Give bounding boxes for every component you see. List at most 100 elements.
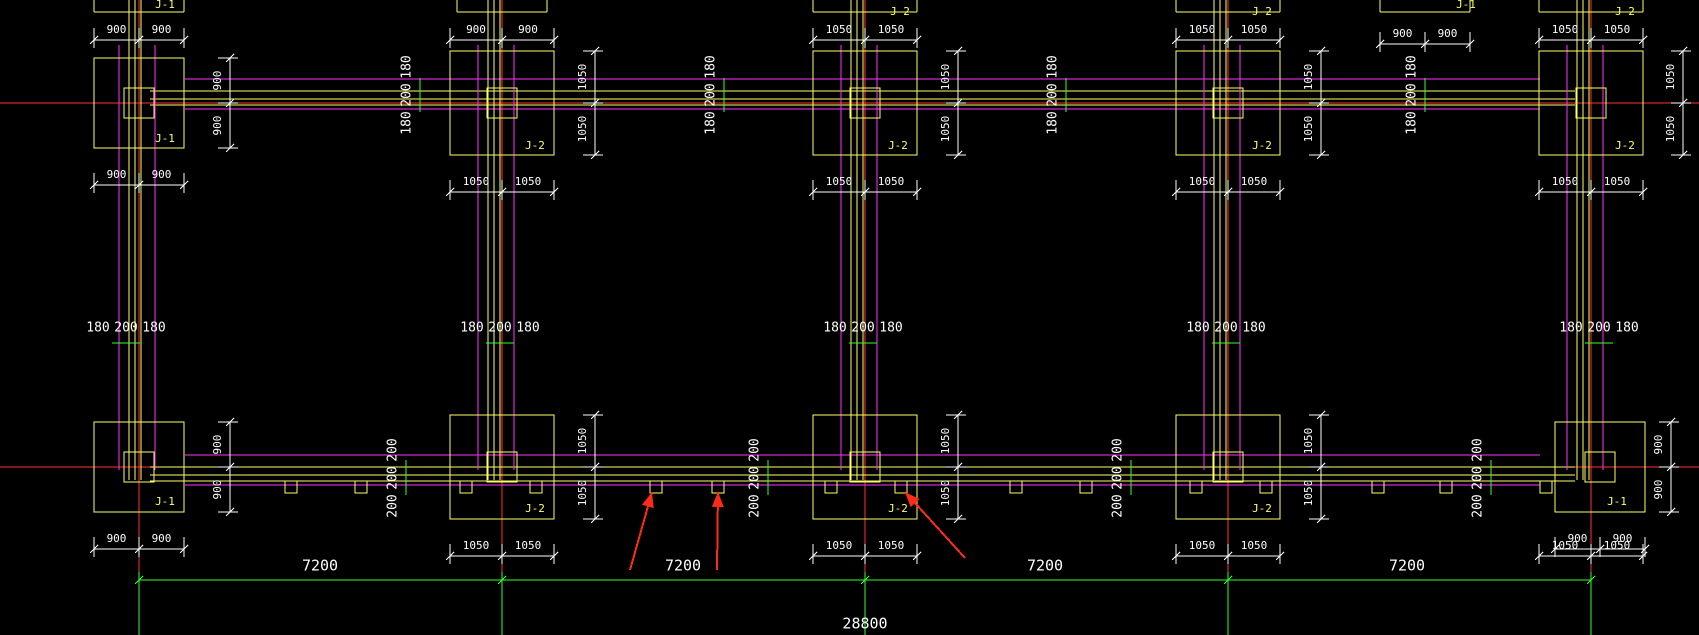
dimension-text: 1050 bbox=[1664, 64, 1677, 91]
dimension-text: 200 bbox=[1471, 494, 1486, 517]
dimension-tick bbox=[1223, 551, 1233, 561]
bay-dimension-text: 7200 bbox=[302, 557, 338, 575]
dimension-text: 200 bbox=[748, 466, 763, 489]
dimension-tick bbox=[225, 98, 235, 108]
dimension-tick bbox=[590, 98, 600, 108]
dimension-tick bbox=[953, 46, 963, 56]
bay-dimension-text: 7200 bbox=[1027, 557, 1063, 575]
annotation-arrow-head bbox=[711, 492, 724, 508]
footing-outline bbox=[449, 414, 555, 520]
dimension-tick bbox=[1640, 544, 1650, 554]
dimension-text: 900 bbox=[518, 23, 538, 36]
dimension-text: 180 bbox=[1405, 111, 1420, 134]
footing-label: J-2 bbox=[525, 502, 545, 515]
column-pier bbox=[123, 451, 155, 483]
beam-notch bbox=[354, 481, 368, 494]
dimension-text: 1050 bbox=[1241, 539, 1268, 552]
dimension-tick bbox=[1638, 551, 1648, 561]
dimension-tick bbox=[1171, 187, 1181, 197]
beam-notch bbox=[1259, 481, 1273, 494]
dimension-tick bbox=[1534, 551, 1544, 561]
dimension-text: 900 bbox=[211, 435, 224, 455]
dimension-text: 1050 bbox=[939, 428, 952, 455]
dimension-text: 1050 bbox=[1604, 539, 1631, 552]
dimension-tick bbox=[1678, 46, 1688, 56]
dimension-tick bbox=[1275, 187, 1285, 197]
dimension-text: 180 bbox=[400, 55, 415, 78]
dimension-text: 180 bbox=[400, 111, 415, 134]
dimension-tick bbox=[1534, 35, 1544, 45]
beam-notch bbox=[1189, 481, 1203, 494]
dimension-tick bbox=[1171, 551, 1181, 561]
footing-outline bbox=[1538, 50, 1644, 156]
dimension-tick bbox=[1316, 410, 1326, 420]
annotation-arrows bbox=[629, 491, 966, 571]
dimension-tick bbox=[1638, 35, 1648, 45]
dimension-text: 1050 bbox=[826, 539, 853, 552]
dimension-text: 1050 bbox=[576, 64, 589, 91]
dimension-tick bbox=[179, 544, 189, 554]
dimension-tick bbox=[1316, 150, 1326, 160]
dimension-text: 200 bbox=[1405, 83, 1420, 106]
dimension-tick bbox=[953, 462, 963, 472]
dimension-tick bbox=[549, 35, 559, 45]
dimension-tick bbox=[225, 507, 235, 517]
footing-outline bbox=[1175, 414, 1281, 520]
column-pier bbox=[849, 87, 881, 119]
dimension-tick bbox=[1678, 98, 1688, 108]
dimension-tick bbox=[860, 187, 870, 197]
overall-dimension-tick bbox=[1586, 575, 1596, 585]
beam-notch bbox=[1439, 481, 1453, 494]
dimension-tick bbox=[1595, 544, 1605, 554]
dimension-tick bbox=[1223, 35, 1233, 45]
dimension-tick bbox=[89, 35, 99, 45]
dimension-tick bbox=[497, 35, 507, 45]
footing-label: J-2 bbox=[1252, 502, 1272, 515]
footing-label: J-2 bbox=[1252, 139, 1272, 152]
dimension-text: 1050 bbox=[576, 116, 589, 143]
dimension-text: 900 bbox=[152, 168, 172, 181]
dimension-tick bbox=[89, 180, 99, 190]
beam-notch bbox=[824, 481, 838, 494]
dimension-tick bbox=[1316, 46, 1326, 56]
footing-outline bbox=[1554, 421, 1646, 513]
dimension-text: 1050 bbox=[463, 539, 490, 552]
dimension-tick bbox=[549, 551, 559, 561]
dimension-tick bbox=[590, 46, 600, 56]
dimension-text: 900 bbox=[211, 71, 224, 91]
dimension-text: 900 bbox=[1393, 27, 1413, 40]
dimension-tick bbox=[1586, 551, 1596, 561]
footing-label: J-2 bbox=[525, 139, 545, 152]
beam-notch bbox=[1371, 481, 1385, 494]
dimension-tick bbox=[179, 35, 189, 45]
dimension-text: 1050 bbox=[878, 539, 905, 552]
footing-outline bbox=[1175, 50, 1281, 156]
dimension-text: 180 bbox=[460, 321, 483, 336]
dimension-text: 900 bbox=[1613, 532, 1633, 545]
dimension-text: 900 bbox=[107, 532, 127, 545]
footing-label: J-1 bbox=[155, 0, 175, 11]
annotation-arrow-head bbox=[905, 492, 920, 508]
dimension-text: 900 bbox=[466, 23, 486, 36]
dimension-tick bbox=[1223, 187, 1233, 197]
overall-dimension-tick bbox=[1223, 575, 1233, 585]
column-pier bbox=[1584, 451, 1616, 483]
dimension-tick bbox=[808, 187, 818, 197]
dimension-text: 200 bbox=[748, 438, 763, 461]
annotation-arrow-icon bbox=[629, 491, 654, 571]
dimension-text: 180 bbox=[516, 321, 539, 336]
footing-outline bbox=[93, 421, 185, 513]
dimension-tick bbox=[445, 187, 455, 197]
dimension-text: 200 bbox=[400, 83, 415, 106]
dimension-tick bbox=[1666, 417, 1676, 427]
dimension-text: 200 bbox=[1471, 438, 1486, 461]
footing-label: J-2 bbox=[1615, 139, 1635, 152]
dimension-tick bbox=[134, 544, 144, 554]
dimension-tick bbox=[134, 35, 144, 45]
dimension-tick bbox=[1586, 35, 1596, 45]
dimension-text: 1050 bbox=[1302, 116, 1315, 143]
dimension-tick bbox=[912, 187, 922, 197]
